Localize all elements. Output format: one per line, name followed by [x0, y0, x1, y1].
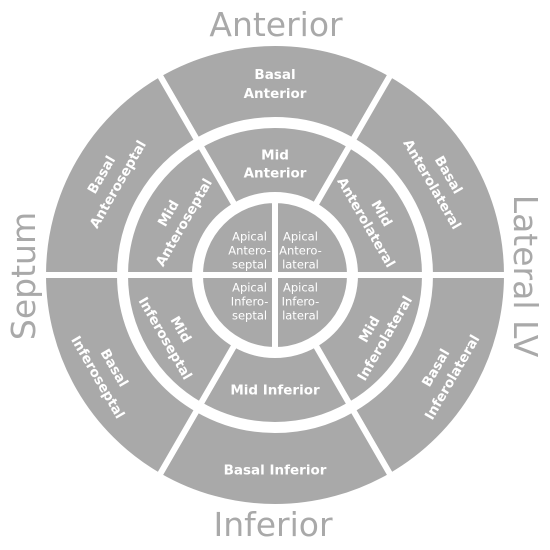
- direction-label-anterior: Anterior: [209, 5, 343, 44]
- segment-label-mid-inferior: Mid Inferior: [230, 382, 320, 398]
- segment-label-line: lateral: [282, 308, 319, 322]
- segment-label-line: Mid: [261, 147, 289, 163]
- segment-basal-anteroseptal: [39, 69, 202, 278]
- segment-label-line: Anterior: [244, 165, 307, 181]
- segment-label-line: septal: [232, 308, 267, 322]
- segment-label-line: Apical: [232, 229, 267, 243]
- segment-label-line: Mid Inferior: [230, 382, 320, 398]
- segment-label-line: Antero-: [228, 243, 271, 257]
- segment-apical-inferolateral: [272, 272, 354, 354]
- segment-label-line: Basal: [254, 67, 295, 83]
- segment-label-line: Infero-: [282, 294, 320, 308]
- segment-label-line: Apical: [283, 280, 318, 294]
- segment-label-line: septal: [232, 257, 267, 271]
- segment-label-basal-inferior: Basal Inferior: [224, 463, 327, 479]
- segment-label-line: Antero-: [279, 243, 322, 257]
- segment-label-line: Infero-: [231, 294, 269, 308]
- segment-label-line: Anterior: [244, 86, 307, 102]
- segment-apical-anteroseptal: [196, 196, 278, 278]
- segment-label-line: Apical: [232, 280, 267, 294]
- direction-label-septum: Septum: [4, 212, 43, 340]
- direction-label-lateral: Lateral LV: [506, 195, 545, 358]
- segment-label-line: Apical: [283, 229, 318, 243]
- segment-mid-anteroseptal: [121, 140, 240, 278]
- direction-label-inferior: Inferior: [213, 505, 332, 544]
- segment-label-line: Basal Inferior: [224, 463, 327, 479]
- segment-apical-inferoseptal: [196, 272, 278, 354]
- segments-layer: [39, 40, 511, 510]
- direction-labels-layer: Anterior Inferior Septum Lateral LV: [4, 5, 545, 544]
- segment-label-line: lateral: [282, 257, 319, 271]
- segment-apical-anterolateral: [272, 196, 354, 278]
